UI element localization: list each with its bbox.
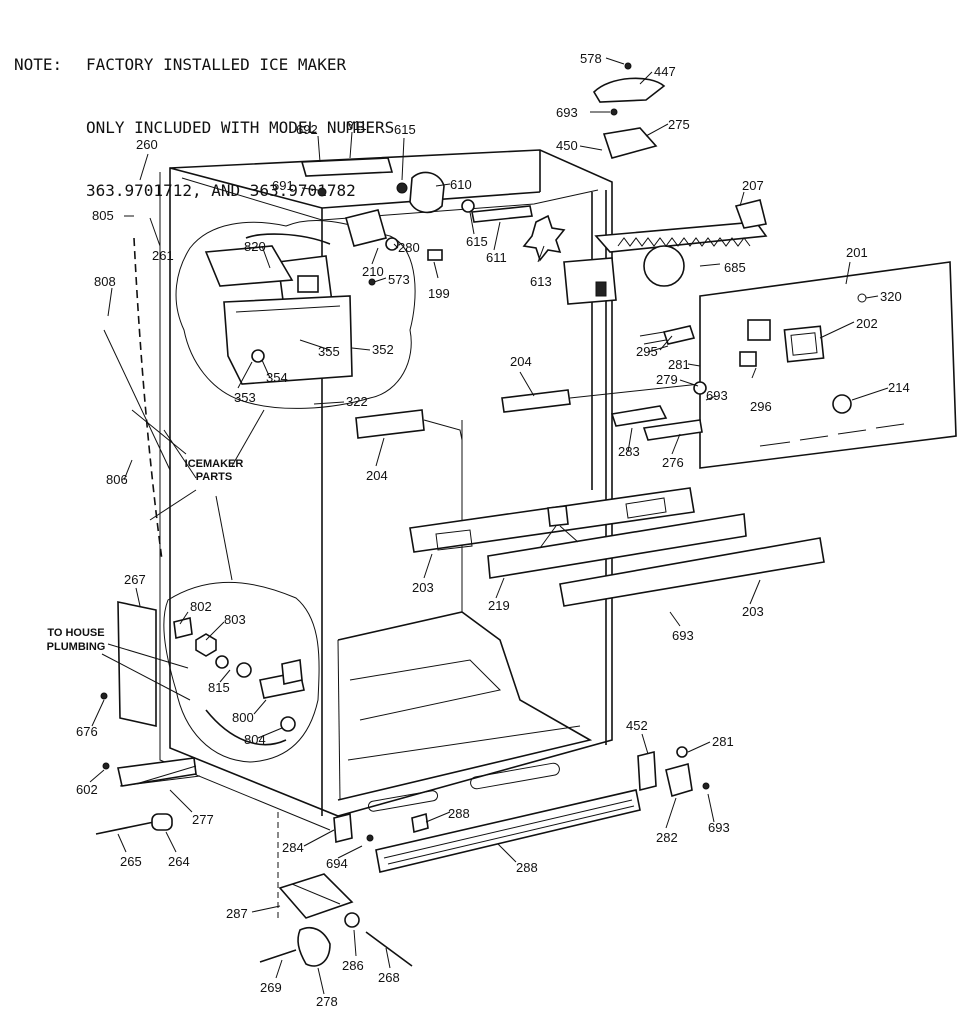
part-label: 611 — [486, 250, 507, 265]
part-label: 353 — [234, 390, 256, 405]
icemaker-callout-line-2: PARTS — [196, 471, 232, 483]
part-label: 573 — [388, 272, 410, 287]
part-label: 693 — [708, 820, 730, 835]
part-label: 283 — [618, 444, 640, 459]
part-label: 264 — [168, 854, 190, 869]
hinge-parts-top — [592, 62, 666, 159]
part-label: 803 — [224, 612, 246, 627]
part-label: 802 — [190, 599, 212, 614]
part-label: 804 — [244, 732, 266, 747]
part-label: 676 — [76, 724, 98, 739]
leader-lines — [89, 57, 889, 995]
top-mechanism — [300, 157, 566, 286]
part-label: 611 — [346, 118, 367, 133]
note-line-2: ONLY INCLUDED WITH MODEL NUMBERS — [86, 118, 395, 137]
part-label: 202 — [856, 316, 878, 331]
part-label: 267 — [124, 572, 146, 587]
part-label: 260 — [136, 137, 158, 152]
part-label: 278 — [316, 994, 338, 1009]
part-label: 602 — [76, 782, 98, 797]
part-label: 447 — [654, 64, 676, 79]
control-panel — [699, 261, 957, 469]
part-label: 685 — [724, 260, 746, 275]
part-label: 805 — [92, 208, 114, 223]
part-label: 610 — [450, 177, 472, 192]
part-label: 268 — [378, 970, 400, 985]
part-label: 284 — [282, 840, 304, 855]
part-label: 692 — [296, 122, 318, 137]
part-label: 287 — [226, 906, 248, 921]
part-label: 295 — [636, 344, 658, 359]
note-block: NOTE: FACTORY INSTALLED ICE MAKER ONLY IN… — [14, 12, 394, 222]
part-label: 281 — [668, 357, 690, 372]
part-label: 275 — [668, 117, 690, 132]
part-label: 694 — [326, 856, 348, 871]
part-label: 207 — [742, 178, 764, 193]
part-label: 691 — [272, 178, 294, 193]
part-label: 286 — [342, 958, 364, 973]
part-label: 355 — [318, 344, 340, 359]
part-label: 204 — [366, 468, 388, 483]
part-label: 613 — [530, 274, 552, 289]
part-label: 203 — [742, 604, 764, 619]
icemaker-callout-line-1: ICEMAKER — [185, 458, 244, 470]
part-label: 450 — [556, 138, 578, 153]
damper-linkage — [610, 325, 707, 441]
part-labels: 578 447 693 275 450 207 201 320 202 214 … — [76, 51, 910, 1009]
part-label: 288 — [516, 860, 538, 875]
part-label: 281 — [712, 734, 734, 749]
part-label: 261 — [152, 248, 174, 263]
note-line-1: FACTORY INSTALLED ICE MAKER — [86, 55, 347, 74]
part-label: 808 — [94, 274, 116, 289]
part-label: 269 — [260, 980, 282, 995]
part-label: 282 — [656, 830, 678, 845]
crisper-frames — [409, 487, 825, 607]
part-label: 296 — [750, 399, 772, 414]
plumbing-callout-line-1: TO HOUSE — [47, 627, 104, 639]
part-label: 320 — [880, 289, 902, 304]
part-label: 210 — [362, 264, 384, 279]
part-label: 265 — [120, 854, 142, 869]
side-panel — [117, 601, 157, 727]
part-label: 279 — [656, 372, 678, 387]
part-label: 354 — [266, 370, 288, 385]
part-label: 693 — [556, 105, 578, 120]
water-valve-assembly — [173, 617, 305, 746]
note-prefix: NOTE: — [14, 55, 63, 74]
bottom-hinge-roller — [259, 812, 413, 967]
part-label: 214 — [888, 380, 910, 395]
bottom-left-parts — [95, 692, 201, 835]
part-label: 693 — [706, 388, 728, 403]
part-label: 276 — [662, 455, 684, 470]
part-label: 203 — [412, 580, 434, 595]
plumbing-callout-line-2: PLUMBING — [47, 641, 106, 653]
part-label: 204 — [510, 354, 532, 369]
part-label: 280 — [398, 240, 420, 255]
part-label: 288 — [448, 806, 470, 821]
part-label: 578 — [580, 51, 602, 66]
part-label: 322 — [346, 394, 368, 409]
part-label: 277 — [192, 812, 214, 827]
part-label: 201 — [846, 245, 868, 260]
part-label: 452 — [626, 718, 648, 733]
part-label: 806 — [106, 472, 128, 487]
icemaker-assembly — [204, 233, 353, 385]
part-label: 693 — [672, 628, 694, 643]
part-label: 615 — [466, 234, 488, 249]
part-label: 352 — [372, 342, 394, 357]
evaporator-cover-assembly — [563, 199, 768, 305]
part-label: 615 — [394, 122, 416, 137]
part-label: 820 — [244, 239, 266, 254]
part-label: 800 — [232, 710, 254, 725]
bottom-right-parts — [333, 746, 710, 873]
part-label: 199 — [428, 286, 450, 301]
part-label: 815 — [208, 680, 230, 695]
part-label: 219 — [488, 598, 510, 613]
shelf-rails — [355, 383, 701, 441]
